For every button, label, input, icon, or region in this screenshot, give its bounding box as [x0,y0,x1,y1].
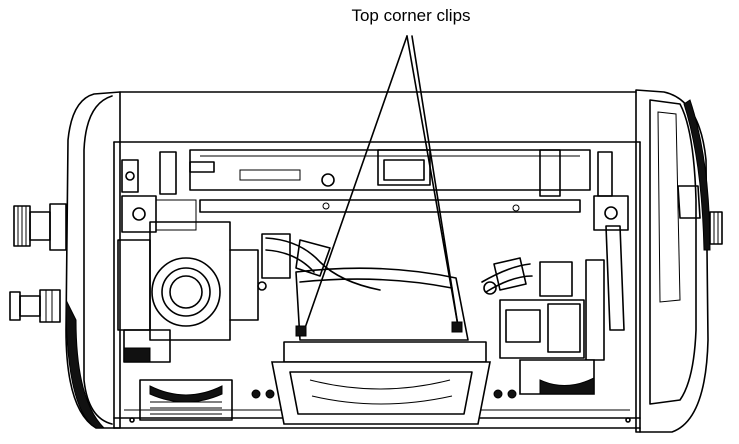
fan-assembly [271,267,491,425]
mounting-screws [129,281,631,423]
left-bracket [121,195,197,233]
left-fittings [9,203,67,323]
valve-block [117,221,259,363]
right-housing [635,89,711,433]
right-knob [677,185,723,245]
callout-leader-lines [304,35,459,329]
callout-label: Top corner clips [351,6,471,25]
top-board [121,149,613,213]
left-housing [65,91,121,429]
hose-run [261,233,533,295]
right-bracket [593,195,629,331]
bottom-left-grille [139,379,233,421]
right-components [499,259,605,395]
